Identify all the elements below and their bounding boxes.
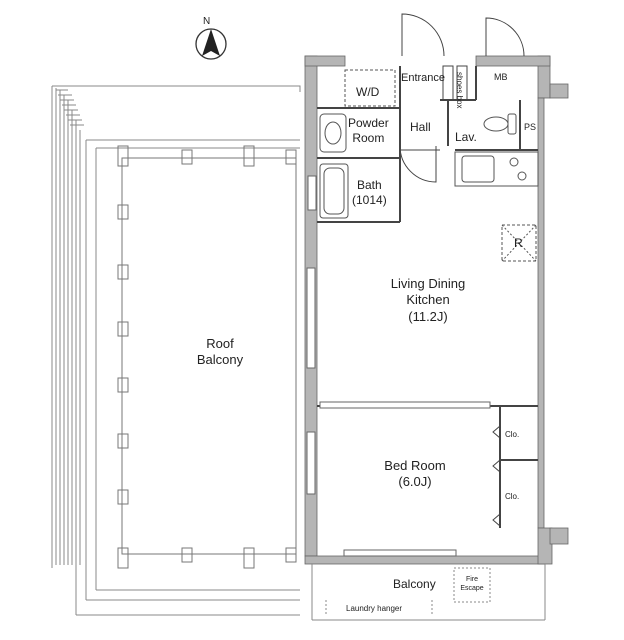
label-closet-2: Clo.: [505, 492, 520, 501]
label-fire-escape: Fire Escape: [460, 576, 484, 592]
label-ps: PS: [524, 122, 537, 132]
label-mb: MB: [494, 72, 508, 82]
refrigerator-space: [501, 224, 537, 262]
closet-markers: [492, 425, 501, 527]
label-roof-balcony: Roof Balcony: [196, 336, 244, 368]
roof-balcony-frame: [117, 145, 297, 569]
label-hall: Hall: [410, 120, 431, 134]
label-powder-room: Powder Room: [348, 116, 389, 145]
label-entrance: Entrance: [401, 72, 446, 84]
label-bedroom: Bed Room (6.0J): [384, 458, 446, 490]
doors: [399, 13, 525, 183]
label-wd: W/D: [356, 85, 380, 99]
label-closet-1: Clo.: [505, 430, 520, 439]
wd-space: [344, 69, 396, 107]
windows: [306, 175, 491, 557]
north-arrow-icon: [195, 28, 227, 60]
wash-basin-icon: [319, 113, 347, 153]
label-refrigerator: R: [514, 236, 523, 250]
label-laundry-hanger: Laundry hanger: [346, 604, 403, 613]
label-ldk: Living Dining Kitchen (11.2J): [390, 276, 466, 324]
bathtub-icon: [319, 163, 349, 219]
balcony-outline: [311, 564, 546, 621]
label-bath: Bath (1014): [352, 178, 387, 207]
label-lav: Lav.: [455, 130, 477, 144]
label-balcony: Balcony: [393, 577, 436, 591]
compass-label: N: [203, 16, 211, 27]
label-shoes-box: shoes box: [455, 72, 464, 109]
kitchen-counter: [454, 151, 539, 187]
toilet-icon: [483, 113, 517, 135]
roof-balcony-railing: [51, 85, 301, 616]
